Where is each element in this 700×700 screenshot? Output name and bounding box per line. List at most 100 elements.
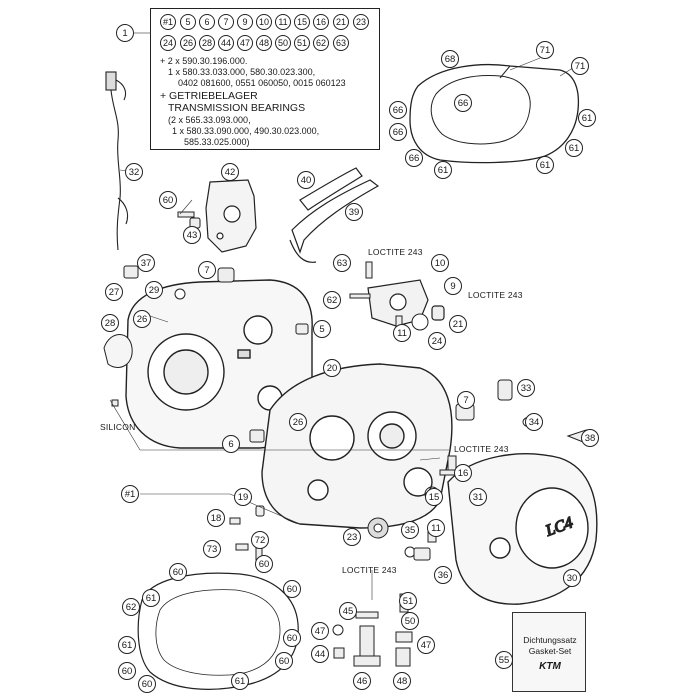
sprocket-cover-42 bbox=[205, 179, 257, 253]
callout-36[interactable]: 36 bbox=[434, 566, 452, 584]
callout-7[interactable]: 7 bbox=[198, 261, 216, 279]
callout-60[interactable]: 60 bbox=[275, 652, 293, 670]
callout-60[interactable]: 60 bbox=[159, 191, 177, 209]
kit-item: 23 bbox=[353, 14, 369, 30]
kit-item: 7 bbox=[218, 14, 234, 30]
callout-39[interactable]: 39 bbox=[345, 203, 363, 221]
callout-47[interactable]: 47 bbox=[417, 636, 435, 654]
callout-21[interactable]: 21 bbox=[449, 315, 467, 333]
callout-61[interactable]: 61 bbox=[565, 139, 583, 157]
callout-60[interactable]: 60 bbox=[118, 662, 136, 680]
gasket-set-label-en: Gasket-Set bbox=[528, 646, 572, 656]
callout-10[interactable]: 10 bbox=[431, 254, 449, 272]
callout-61[interactable]: 61 bbox=[118, 636, 136, 654]
callout-27[interactable]: 27 bbox=[105, 283, 123, 301]
callout-6[interactable]: 6 bbox=[222, 435, 240, 453]
kit-item: 10 bbox=[256, 14, 272, 30]
callout-26[interactable]: 26 bbox=[289, 413, 307, 431]
callout-31[interactable]: 31 bbox=[469, 488, 487, 506]
callout-66[interactable]: 66 bbox=[389, 101, 407, 119]
callout-44[interactable]: 44 bbox=[311, 645, 329, 663]
callout-61[interactable]: 61 bbox=[434, 161, 452, 179]
callout-48[interactable]: 48 bbox=[393, 672, 411, 690]
callout-23[interactable]: 23 bbox=[343, 528, 361, 546]
callout-42[interactable]: 42 bbox=[221, 163, 239, 181]
callout-16[interactable]: 16 bbox=[454, 464, 472, 482]
callout-34[interactable]: 34 bbox=[525, 413, 543, 431]
callout-51[interactable]: 51 bbox=[399, 592, 417, 610]
callout-11[interactable]: 11 bbox=[393, 324, 411, 342]
left-crankcase-half bbox=[125, 279, 313, 449]
callout-15[interactable]: 15 bbox=[425, 488, 443, 506]
callout-7[interactable]: 7 bbox=[457, 391, 475, 409]
callout-60[interactable]: 60 bbox=[255, 555, 273, 573]
kit-item: 26 bbox=[180, 35, 196, 51]
callout-71[interactable]: 71 bbox=[536, 41, 554, 59]
kit-item: #1 bbox=[160, 14, 176, 30]
callout-38[interactable]: 38 bbox=[581, 429, 599, 447]
callout-71[interactable]: 71 bbox=[571, 57, 589, 75]
callout-61[interactable]: 61 bbox=[142, 589, 160, 607]
callout-60[interactable]: 60 bbox=[169, 563, 187, 581]
kit-item: 11 bbox=[275, 14, 291, 30]
callout-62[interactable]: 62 bbox=[122, 598, 140, 616]
callout-32[interactable]: 32 bbox=[125, 163, 143, 181]
chain-guides bbox=[289, 167, 380, 263]
kit-item: 48 bbox=[256, 35, 272, 51]
callout-9[interactable]: 9 bbox=[444, 277, 462, 295]
kit-item: 50 bbox=[275, 35, 291, 51]
callout-66[interactable]: 66 bbox=[454, 94, 472, 112]
gasket-set-label-de: Dichtungssatz bbox=[523, 635, 577, 645]
ktm-logo: KTM bbox=[539, 661, 561, 672]
kit-item: 24 bbox=[160, 35, 176, 51]
callout-68[interactable]: 68 bbox=[441, 50, 459, 68]
kit-item: 63 bbox=[333, 35, 349, 51]
kit-item: 28 bbox=[199, 35, 215, 51]
callout-62[interactable]: 62 bbox=[323, 291, 341, 309]
gasket-set-box: Dichtungssatz Gasket-Set KTM bbox=[512, 612, 586, 692]
kit-line: 1 x 580.33.090.000, 490.30.023.000, bbox=[172, 126, 320, 136]
callout-61[interactable]: 61 bbox=[578, 109, 596, 127]
callout-47[interactable]: 47 bbox=[311, 622, 329, 640]
callout-72[interactable]: 72 bbox=[251, 531, 269, 549]
callout-61[interactable]: 61 bbox=[231, 672, 249, 690]
crankcase-kit-box bbox=[150, 8, 380, 150]
callout-60[interactable]: 60 bbox=[283, 629, 301, 647]
callout-60[interactable]: 60 bbox=[283, 580, 301, 598]
callout-40[interactable]: 40 bbox=[297, 171, 315, 189]
callout-63[interactable]: 63 bbox=[333, 254, 351, 272]
callout-30[interactable]: 30 bbox=[563, 569, 581, 587]
loctite-note: LOCTITE 243 bbox=[368, 247, 423, 257]
callout-18[interactable]: 18 bbox=[207, 509, 225, 527]
callout-35[interactable]: 35 bbox=[401, 521, 419, 539]
callout-19[interactable]: 19 bbox=[234, 488, 252, 506]
callout-45[interactable]: 45 bbox=[339, 602, 357, 620]
kit-line: + GETRIEBELAGER bbox=[160, 90, 258, 102]
callout-5[interactable]: 5 bbox=[313, 320, 331, 338]
callout-kit-1[interactable]: #1 bbox=[121, 485, 139, 503]
callout-24[interactable]: 24 bbox=[428, 332, 446, 350]
callout-33[interactable]: 33 bbox=[517, 379, 535, 397]
callout-60[interactable]: 60 bbox=[138, 675, 156, 693]
callout-46[interactable]: 46 bbox=[353, 672, 371, 690]
callout-55[interactable]: 55 bbox=[495, 651, 513, 669]
callout-20[interactable]: 20 bbox=[323, 359, 341, 377]
callout-43[interactable]: 43 bbox=[183, 226, 201, 244]
callout-61[interactable]: 61 bbox=[536, 156, 554, 174]
sensor-wiring bbox=[105, 71, 129, 251]
callout-11[interactable]: 11 bbox=[427, 519, 445, 537]
kit-line: TRANSMISSION BEARINGS bbox=[168, 102, 306, 114]
kit-item: 21 bbox=[333, 14, 349, 30]
callout-66[interactable]: 66 bbox=[389, 123, 407, 141]
callout-28[interactable]: 28 bbox=[101, 314, 119, 332]
kit-item: 5 bbox=[180, 14, 196, 30]
callout-29[interactable]: 29 bbox=[145, 281, 163, 299]
callout-26[interactable]: 26 bbox=[133, 310, 151, 328]
kit-item: 6 bbox=[199, 14, 215, 30]
callout-66[interactable]: 66 bbox=[405, 149, 423, 167]
callout-37[interactable]: 37 bbox=[137, 254, 155, 272]
callout-50[interactable]: 50 bbox=[401, 612, 419, 630]
callout-73[interactable]: 73 bbox=[203, 540, 221, 558]
callout-1[interactable]: 1 bbox=[116, 24, 134, 42]
kit-item: 16 bbox=[313, 14, 329, 30]
